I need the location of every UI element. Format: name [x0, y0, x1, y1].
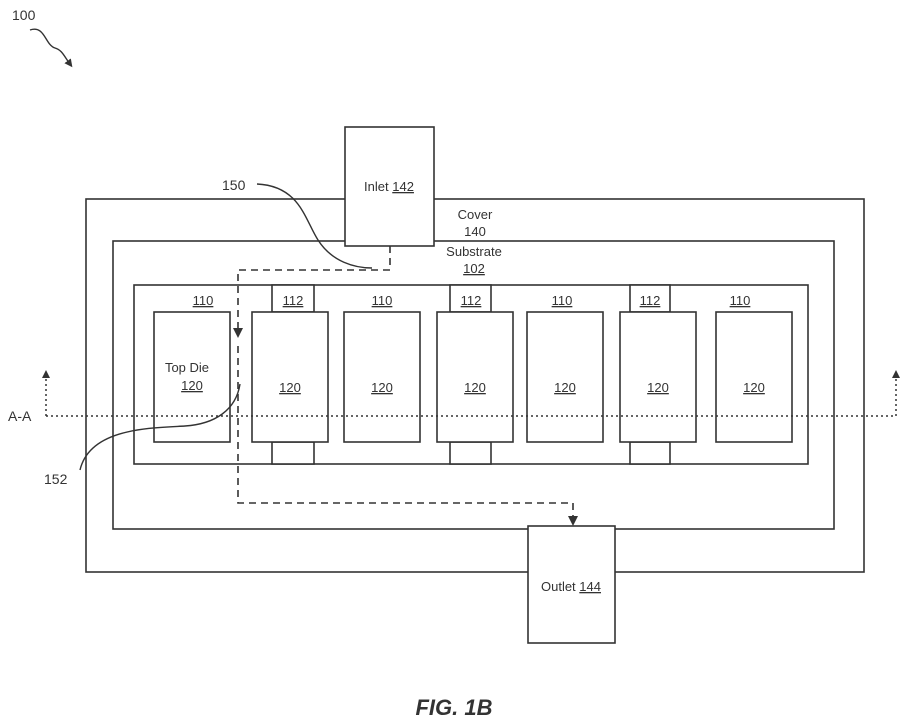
- svg-text:120: 120: [279, 380, 301, 395]
- die-box: [251, 311, 329, 443]
- ref-100-label: 100: [12, 7, 36, 23]
- ref-152-leader: [79, 383, 241, 471]
- ref-150-label: 150: [222, 177, 246, 193]
- svg-text:120: 120: [464, 380, 486, 395]
- outlet-label: Outlet 144: [541, 579, 601, 594]
- die-box: [343, 311, 421, 443]
- svg-text:120: 120: [647, 380, 669, 395]
- svg-text:110: 110: [193, 293, 214, 308]
- ref-152-label: 152: [44, 471, 68, 487]
- svg-text:120: 120: [371, 380, 393, 395]
- die-box: [436, 311, 514, 443]
- svg-text:112: 112: [283, 293, 304, 308]
- flow-path-down: [233, 246, 391, 338]
- figure-caption: FIG. 1B: [415, 695, 492, 720]
- die-box: [715, 311, 793, 443]
- connectors-112: [271, 284, 671, 465]
- die-box: [526, 311, 604, 443]
- substrate-label: Substrate: [446, 244, 502, 259]
- svg-text:112: 112: [640, 293, 661, 308]
- substrate-number: 102: [463, 261, 485, 276]
- ref-100-arrow: [29, 28, 73, 68]
- ref-112-labels: 112 112 112: [283, 293, 661, 308]
- die-number-labels: 120 120 120 120 120 120: [279, 380, 765, 395]
- top-die-box: [153, 311, 231, 443]
- svg-text:110: 110: [372, 293, 393, 308]
- svg-text:112: 112: [461, 293, 482, 308]
- inlet-label: Inlet 142: [364, 179, 414, 194]
- ref-110-labels: 110 110 110 110: [193, 293, 751, 308]
- flow-path-across: [237, 346, 578, 526]
- inlet-box: [344, 126, 435, 247]
- svg-text:120: 120: [554, 380, 576, 395]
- cover-label: Cover: [458, 207, 493, 222]
- svg-text:110: 110: [730, 293, 751, 308]
- top-die-label: Top Die: [165, 360, 209, 375]
- section-label: A-A: [8, 408, 32, 424]
- ref-150-leader: [256, 183, 373, 269]
- svg-text:120: 120: [743, 380, 765, 395]
- cover-number: 140: [464, 224, 486, 239]
- svg-text:110: 110: [552, 293, 573, 308]
- top-die-number: 120: [181, 378, 203, 393]
- outlet-box: [527, 525, 616, 644]
- die-box: [619, 311, 697, 443]
